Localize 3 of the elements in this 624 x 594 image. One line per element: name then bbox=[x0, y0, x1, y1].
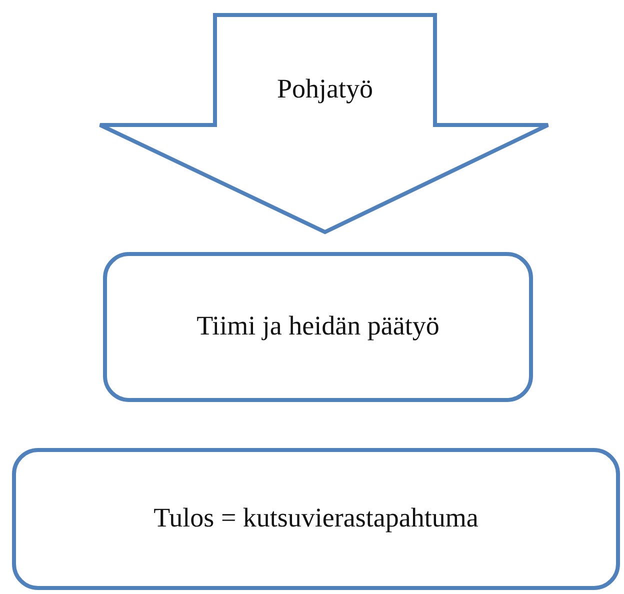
node-label: Pohjatyö bbox=[277, 74, 373, 104]
node-label: Tiimi ja heidän päätyö bbox=[196, 310, 440, 342]
node-label: Tulos = kutsuvierastapahtuma bbox=[154, 502, 478, 534]
